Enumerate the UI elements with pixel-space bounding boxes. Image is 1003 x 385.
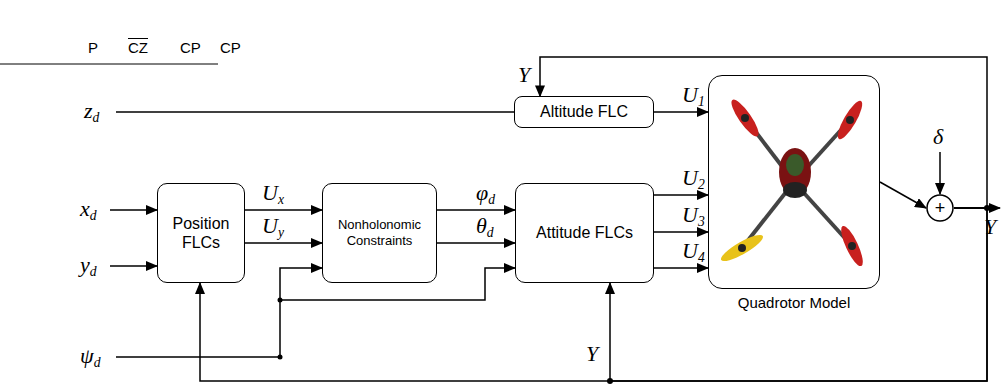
input-wire <box>110 209 157 211</box>
junction-dot <box>278 298 283 303</box>
signal-connector <box>245 209 322 211</box>
signal-name: U3 <box>682 204 705 229</box>
controller-box: Position FLCs <box>157 183 245 283</box>
signal-name: zd <box>84 100 99 125</box>
input-wire <box>110 265 157 267</box>
signal-name: U1 <box>682 84 705 109</box>
quadrotor-illustration <box>718 97 867 269</box>
node-caption: Quadrotor Model <box>738 294 851 312</box>
signal-name: δ <box>933 126 943 148</box>
input-wire <box>116 111 514 113</box>
node-label: Attitude FLCs <box>521 223 648 242</box>
signal-name: xd <box>80 198 97 223</box>
signal-name: U2 <box>682 167 705 192</box>
plant-box: Quadrotor Model <box>708 75 880 289</box>
constraint-box: Nonholonomic Constraints <box>322 183 437 283</box>
signal-name: Y <box>586 343 598 365</box>
table-cell: CP <box>220 40 241 55</box>
node-label: Altitude FLC <box>520 102 648 121</box>
controller-box: Altitude FLC <box>514 96 654 127</box>
disturbance-wire <box>939 152 941 194</box>
junction-dot <box>278 355 283 360</box>
signal-name: ψd <box>80 345 100 370</box>
signal-connector <box>437 242 515 244</box>
signal-connector <box>654 194 708 196</box>
signal-name: yd <box>80 254 97 279</box>
node-label: + <box>935 199 946 217</box>
signal-connector <box>880 182 926 208</box>
summing-junction: + <box>926 194 954 222</box>
table-rule <box>0 64 218 65</box>
table-cell: CP <box>180 40 201 55</box>
node-label: Nonholonomic Constraints <box>328 217 431 248</box>
table-cell: P <box>88 40 98 55</box>
signal-connector <box>654 231 708 233</box>
signal-name: Y <box>984 216 996 238</box>
signal-connector <box>654 267 708 269</box>
signal-connector <box>610 208 987 381</box>
signal-name: U4 <box>682 240 705 265</box>
table-cell: CZ <box>128 40 148 55</box>
signal-name: Ux <box>262 182 284 207</box>
signal-name: φd <box>476 182 495 207</box>
signal-connector <box>437 209 515 211</box>
signal-name: θd <box>476 215 494 240</box>
signal-connector <box>654 111 708 113</box>
controller-box: Attitude FLCs <box>515 183 654 283</box>
signal-connector <box>245 242 322 244</box>
signal-connector <box>200 208 987 381</box>
signal-name: Uy <box>262 215 284 240</box>
node-label: Position FLCs <box>163 214 239 252</box>
signal-name: Y <box>518 64 530 86</box>
